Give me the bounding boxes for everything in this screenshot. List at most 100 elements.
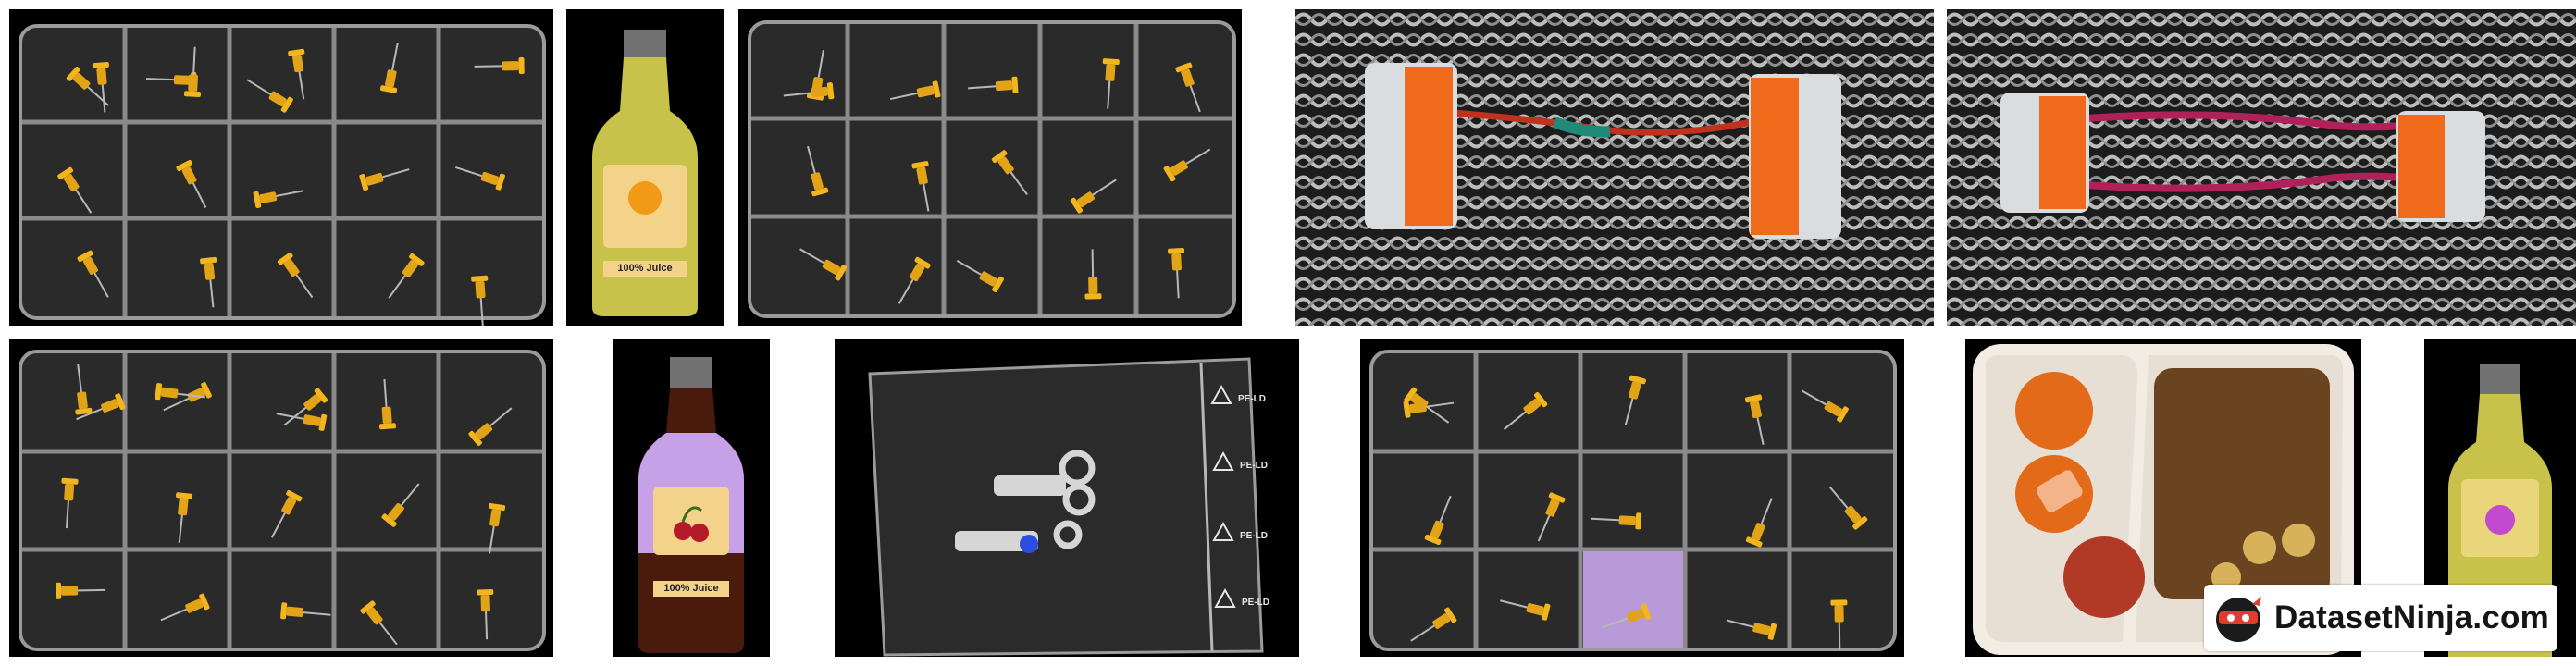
pushpin-icon: [160, 593, 210, 622]
pushpin-icon: [360, 600, 398, 646]
pushpin-icon: [1070, 179, 1117, 214]
bag-marking: PE-LD: [1240, 461, 1268, 471]
pushpin-icon: [1424, 495, 1452, 546]
pushpin-icon: [1745, 498, 1773, 548]
pushpin-icon: [76, 393, 126, 421]
pushpin-icon: [270, 490, 303, 538]
pushpin-box-image: [19, 350, 546, 651]
pushpin-icon: [1102, 58, 1120, 109]
pushpin-icon: [92, 61, 109, 113]
image-tile-juice-bottle-orange: 100% Juice: [566, 9, 724, 326]
pushpin-icon: [1830, 599, 1848, 650]
pushpin-icon: [176, 492, 193, 543]
pushpin-icon: [381, 483, 420, 527]
pushpin-icon: [1503, 392, 1548, 430]
pushpin-icon: [956, 260, 1004, 292]
pushpin-icon: [359, 168, 410, 191]
image-tile-pushpin-box-2: [738, 9, 1242, 326]
pushpin-icon: [57, 166, 93, 214]
pushpin-icon: [55, 582, 106, 599]
pushpin-icon: [75, 364, 93, 415]
image-tile-pushpin-box-4: [1360, 339, 1904, 657]
pushpin-icon: [183, 46, 202, 97]
pushpin-icon: [991, 150, 1028, 195]
pushpin-icon: [1403, 401, 1455, 418]
bottle-label-text: 100% Juice: [603, 261, 687, 277]
orange-icon: [628, 181, 662, 215]
pushpin-icon: [379, 43, 399, 93]
bag-marking: PE-LD: [1242, 598, 1269, 608]
pushpin-icon: [889, 80, 941, 101]
pushpin-icon: [1726, 619, 1777, 640]
image-tile-juice-bottle-cherry: 100% Juice: [613, 339, 770, 657]
pushpin-icon: [155, 383, 205, 401]
screw-bag-image: PE-LD PE-LD PE-LD PE-LD: [868, 357, 1269, 657]
pushpin-icon: [283, 388, 328, 426]
pushpin-icon: [1084, 249, 1102, 300]
pushpin-icon: [1175, 62, 1201, 113]
pushpin-icon: [1500, 599, 1551, 621]
bag-marking: PE-LD: [1240, 531, 1268, 541]
pushpin-icon: [1167, 247, 1185, 299]
pushpin-icon: [1801, 389, 1849, 423]
image-tile-pushpin-box-3: [9, 339, 553, 657]
pushpin-icon: [1745, 394, 1765, 445]
pushpin-icon: [471, 275, 489, 326]
brand-name[interactable]: DatasetNinja.com: [2274, 599, 2549, 635]
pushpin-icon: [898, 256, 931, 304]
granola: [2154, 368, 2330, 599]
pe-ld-markings: [1210, 384, 1236, 608]
tangerine: [2015, 372, 2093, 450]
lunch-box-image: [1973, 344, 2354, 655]
purple-overlay: [1583, 551, 1683, 648]
pushpin-box-image: [1369, 350, 1897, 651]
pushpin-icon: [488, 502, 506, 554]
pushpin-icon: [454, 166, 505, 191]
pushpin-icon: [1163, 148, 1211, 182]
pushpin-icon: [1828, 486, 1868, 530]
pushpin-icon: [911, 161, 930, 212]
pushpin-icon: [1591, 512, 1642, 530]
pushpin-icon: [200, 256, 217, 308]
dataset-ninja-badge[interactable]: DatasetNinja.com: [2204, 585, 2557, 651]
pushpin-icon: [477, 588, 494, 640]
bottle-label-text: 100% Juice: [653, 581, 729, 597]
pushpin-icon: [276, 413, 328, 431]
pushpin-icon: [378, 378, 397, 430]
pushpin-icon: [474, 56, 525, 75]
image-tile-pushpin-box-1: [9, 9, 553, 326]
nut-icon: [1020, 535, 1038, 553]
pushpin-icon: [280, 602, 331, 620]
juice-bottle-orange-image: [592, 30, 698, 316]
pushpin-icon: [246, 79, 293, 113]
pushpin-box-image: [19, 24, 546, 326]
image-tile-wire-connectors-2: [1947, 9, 2576, 326]
pushpin-icon: [61, 477, 79, 529]
pushpin-icon: [783, 82, 835, 100]
pushpin-icon: [388, 253, 425, 299]
wire-connectors-image: [1295, 9, 1934, 326]
image-tile-wire-connectors-1: [1295, 9, 1934, 326]
pushpin-icon: [1410, 607, 1457, 642]
apple: [2063, 536, 2145, 618]
pushpin-icon: [799, 248, 848, 281]
pushpin-icon: [288, 48, 305, 100]
pushpin-icon: [176, 159, 207, 208]
pushpin-icon: [468, 407, 513, 446]
cherry-icon: [674, 506, 709, 542]
image-tile-screw-bag: PE-LD PE-LD PE-LD PE-LD: [835, 339, 1299, 657]
pushpin-box-image: [748, 20, 1236, 318]
pushpin-icon: [277, 252, 314, 299]
pushpin-icon: [163, 382, 212, 412]
pushpin-icon: [1537, 492, 1566, 542]
pushpin-icon: [1601, 603, 1652, 629]
ninja-logo-icon: [2216, 597, 2261, 642]
juice-bottle-cherry-image: [638, 357, 744, 653]
wire-connectors-image: [1947, 9, 2576, 326]
pushpin-icon: [77, 250, 109, 298]
pushpin-icon: [1624, 375, 1646, 426]
plum-icon: [2485, 505, 2515, 535]
pushpin-icon: [968, 76, 1019, 93]
pushpin-icon: [253, 190, 304, 209]
pushpin-icon: [807, 145, 829, 197]
